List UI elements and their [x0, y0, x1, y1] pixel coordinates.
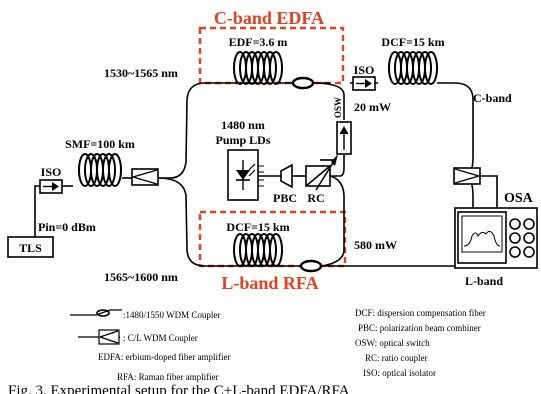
- dcf-coil-bottom: [233, 233, 283, 267]
- pump-wavelength-label: 1480 nm: [221, 118, 265, 132]
- cband-edfa-title: C-band EDFA: [214, 8, 324, 28]
- figure-caption: Fig. 3. Experimental setup for the C+L-b…: [8, 383, 350, 394]
- osa-instrument: [454, 207, 538, 269]
- cl-wdm-coupler-left: [131, 168, 159, 186]
- smf-length-label: SMF=100 km: [65, 137, 135, 151]
- pump-laser-diodes: [227, 149, 264, 201]
- edf-coil: [233, 51, 283, 85]
- iso-left-label: ISO: [41, 165, 62, 179]
- pbc-label: PBC: [273, 191, 297, 205]
- legend-rfa: RFA: Raman fiber amplifier: [117, 372, 219, 382]
- legend-wdm-symbol: [70, 309, 122, 317]
- pin-label: Pin=0 dBm: [38, 220, 96, 234]
- legend-wdm-1480: :1480/1550 WDM Coupler: [123, 310, 220, 320]
- dcf-top-label: DCF=15 km: [381, 35, 444, 49]
- dcf-bottom-label: DCF=15 km: [226, 220, 289, 234]
- optical-switch: [336, 121, 352, 155]
- osw-label: OSW: [333, 97, 343, 118]
- wavelength-top-label: 1530~1565 nm: [104, 66, 178, 80]
- pump-power-20mw: 20 mW: [354, 100, 391, 114]
- legend-cl-wdm-symbol: [78, 329, 120, 345]
- isolator-top: [352, 76, 376, 91]
- wdm-coupler-bottom: [299, 259, 323, 273]
- pbc-combiner: [280, 163, 293, 189]
- cband-edfa-box: [198, 26, 345, 85]
- smf-coil: [78, 153, 122, 187]
- legend-osw: OSW: optical switch: [355, 338, 430, 348]
- dcf-coil-top: [388, 51, 438, 85]
- legend-iso: ISO: optical isolator: [363, 368, 436, 378]
- legend-pbc: PBC: polarization beam combiner: [358, 323, 481, 333]
- lband-rfa-title: L-band RFA: [221, 273, 318, 293]
- wavelength-bottom-label: 1565~1600 nm: [104, 270, 178, 284]
- rc-label: RC: [307, 191, 324, 205]
- iso-top-label: ISO: [354, 63, 375, 77]
- l-band-output-label: L-band: [465, 274, 503, 288]
- legend-edfa: EDFA: erbium-doped fiber amplifier: [98, 352, 231, 362]
- pump-power-580mw: 580 mW: [354, 238, 397, 252]
- legend-dcf: DCF: dispersion compensation fiber: [355, 308, 486, 318]
- osa-label: OSA: [504, 191, 534, 206]
- tls-box: [7, 236, 54, 258]
- cl-wdm-coupler-right: [453, 167, 481, 185]
- tls-label: TLS: [19, 241, 42, 255]
- wdm-coupler-top: [291, 76, 315, 90]
- c-band-output-label: C-band: [473, 91, 512, 105]
- legend-cl-wdm: : C/L WDM Coupler: [123, 333, 198, 343]
- legend-rc: RC: ratio coupler: [365, 353, 428, 363]
- edf-length-label: EDF=3.6 m: [229, 35, 288, 49]
- pump-lds-label: Pump LDs: [215, 133, 270, 147]
- isolator-left: [39, 179, 63, 194]
- ratio-coupler: [305, 154, 338, 191]
